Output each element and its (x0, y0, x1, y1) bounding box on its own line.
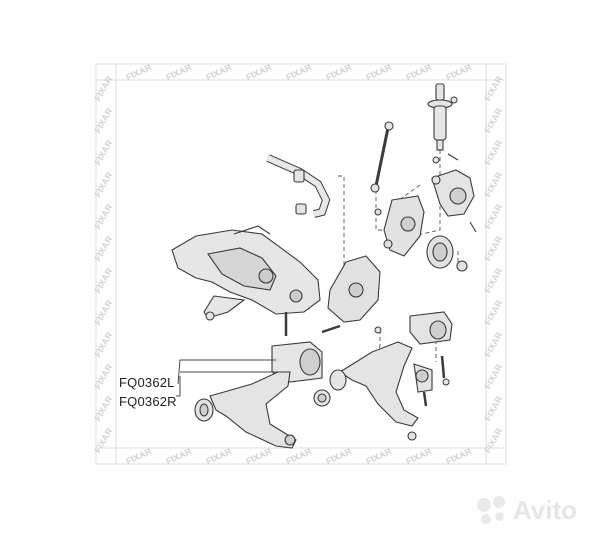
fixar-stamp: FIXAR (244, 446, 273, 467)
avito-watermark-text: Avito (512, 495, 577, 525)
fixar-stamp: FIXAR (364, 446, 393, 467)
anti-roll-bar (266, 154, 331, 218)
rear-bushing-upper (409, 311, 453, 379)
strut-mount-bracket (431, 169, 477, 233)
fixar-stamp: FIXAR (404, 62, 433, 83)
fixar-stamp: FIXAR (324, 62, 353, 83)
bolts (374, 96, 458, 386)
part-leader-lines (176, 359, 280, 397)
fixar-stamp-frame (95, 63, 507, 465)
fixar-stamp: FIXAR (404, 446, 433, 467)
stabilizer-link (370, 121, 394, 193)
part-number-left: FQ0362L (119, 375, 175, 390)
front-subframe (171, 225, 321, 321)
fixar-stamp: FIXAR (324, 446, 353, 467)
lower-control-arm-left (194, 371, 297, 449)
wheel-hub (426, 235, 468, 272)
fixar-stamp: FIXAR (444, 446, 473, 467)
fixar-stamp: FIXAR (204, 446, 233, 467)
subframe-bracket (284, 255, 381, 336)
avito-watermark: Avito (476, 495, 577, 526)
fixar-stamp: FIXAR (364, 62, 393, 83)
fixar-stamp: FIXAR (284, 446, 313, 467)
fixar-stamp: FIXAR (124, 446, 153, 467)
fixar-stamp: FIXAR (164, 446, 193, 467)
shock-absorber (427, 83, 459, 161)
steering-knuckle (374, 195, 425, 257)
fixar-stamp: FIXAR (164, 62, 193, 83)
fixar-stamp: FIXAR (124, 62, 153, 83)
fixar-stamp: FIXAR (244, 62, 273, 83)
avito-logo-icon (476, 495, 507, 526)
lower-control-arm-right (329, 341, 433, 441)
fixar-stamp: FIXAR (444, 62, 473, 83)
fixar-stamp: FIXAR (204, 62, 233, 83)
part-number-right: FQ0362R (119, 394, 177, 409)
fixar-stamp: FIXAR (284, 62, 313, 83)
